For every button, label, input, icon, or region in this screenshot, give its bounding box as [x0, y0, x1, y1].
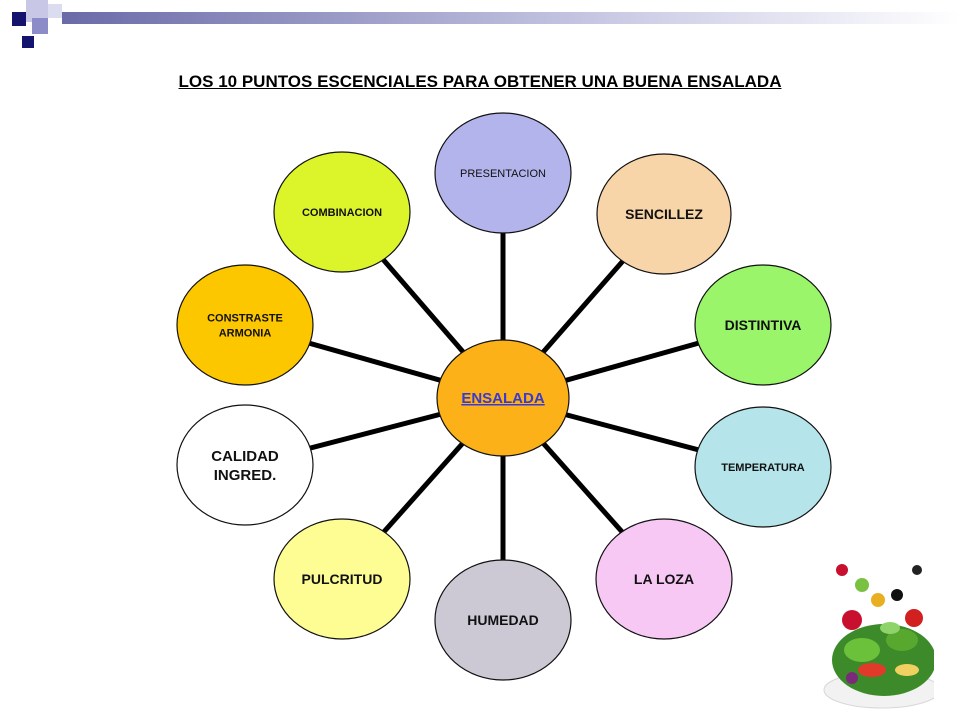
node-calidad: CALIDAD INGRED. [176, 404, 314, 526]
node-label-contraste: ARMONIA [219, 327, 272, 339]
node-label-calidad: INGRED. [214, 467, 277, 484]
node-label-presentacion: PRESENTACION [460, 168, 546, 180]
node-label-pulcritud: PULCRITUD [302, 571, 383, 587]
node-ellipse-combinacion [273, 151, 411, 273]
deco-square-mid [32, 18, 48, 34]
node-sencillez: SENCILLEZ [596, 153, 732, 275]
node-ellipse-presentacion [434, 112, 572, 234]
center-label: ENSALADA [461, 390, 545, 407]
node-temperatura: TEMPERATURA [694, 406, 832, 528]
node-ellipse-la-loza [595, 518, 733, 640]
node-label-calidad: CALIDAD [211, 448, 279, 465]
header-gradient-bar [62, 12, 960, 24]
node-ellipse-pulcritud [273, 518, 411, 640]
node-label-contraste: CONSTRASTE [207, 312, 283, 324]
node-label-humedad: HUMEDAD [467, 612, 539, 628]
node-ellipse-temperatura [694, 406, 832, 528]
node-label-combinacion: COMBINACION [302, 207, 382, 219]
salad-bowl-image [822, 540, 934, 716]
node-presentacion: PRESENTACION [434, 112, 572, 234]
center-node: ENSALADA [436, 339, 570, 457]
node-distintiva: DISTINTIVA [694, 264, 832, 386]
page-title: LOS 10 PUNTOS ESCENCIALES PARA OBTENER U… [178, 72, 782, 91]
node-label-sencillez: SENCILLEZ [625, 206, 703, 222]
node-humedad: HUMEDAD [434, 559, 572, 681]
deco-square-light [26, 0, 48, 22]
node-ellipse-contraste [176, 264, 314, 386]
deco-square-dark-2 [22, 36, 34, 48]
node-ellipse-calidad [176, 404, 314, 526]
deco-square-dark [12, 12, 26, 26]
node-la-loza: LA LOZA [595, 518, 733, 640]
nodes: PRESENTACION SENCILLEZ DISTINTIVA TEMPERATU… [176, 112, 832, 681]
node-ellipse-humedad [434, 559, 572, 681]
node-pulcritud: PULCRITUD [273, 518, 411, 640]
node-ellipse-distintiva [694, 264, 832, 386]
node-contraste: CONSTRASTE ARMONIA [176, 264, 314, 386]
node-label-la-loza: LA LOZA [634, 571, 694, 587]
node-label-temperatura: TEMPERATURA [721, 462, 805, 474]
corner-decoration [0, 0, 960, 50]
center-ellipse [436, 339, 570, 457]
node-label-distintiva: DISTINTIVA [725, 317, 802, 333]
node-combinacion: COMBINACION [273, 151, 411, 273]
deco-square-light-2 [48, 4, 62, 18]
node-ellipse-sencillez [596, 153, 732, 275]
